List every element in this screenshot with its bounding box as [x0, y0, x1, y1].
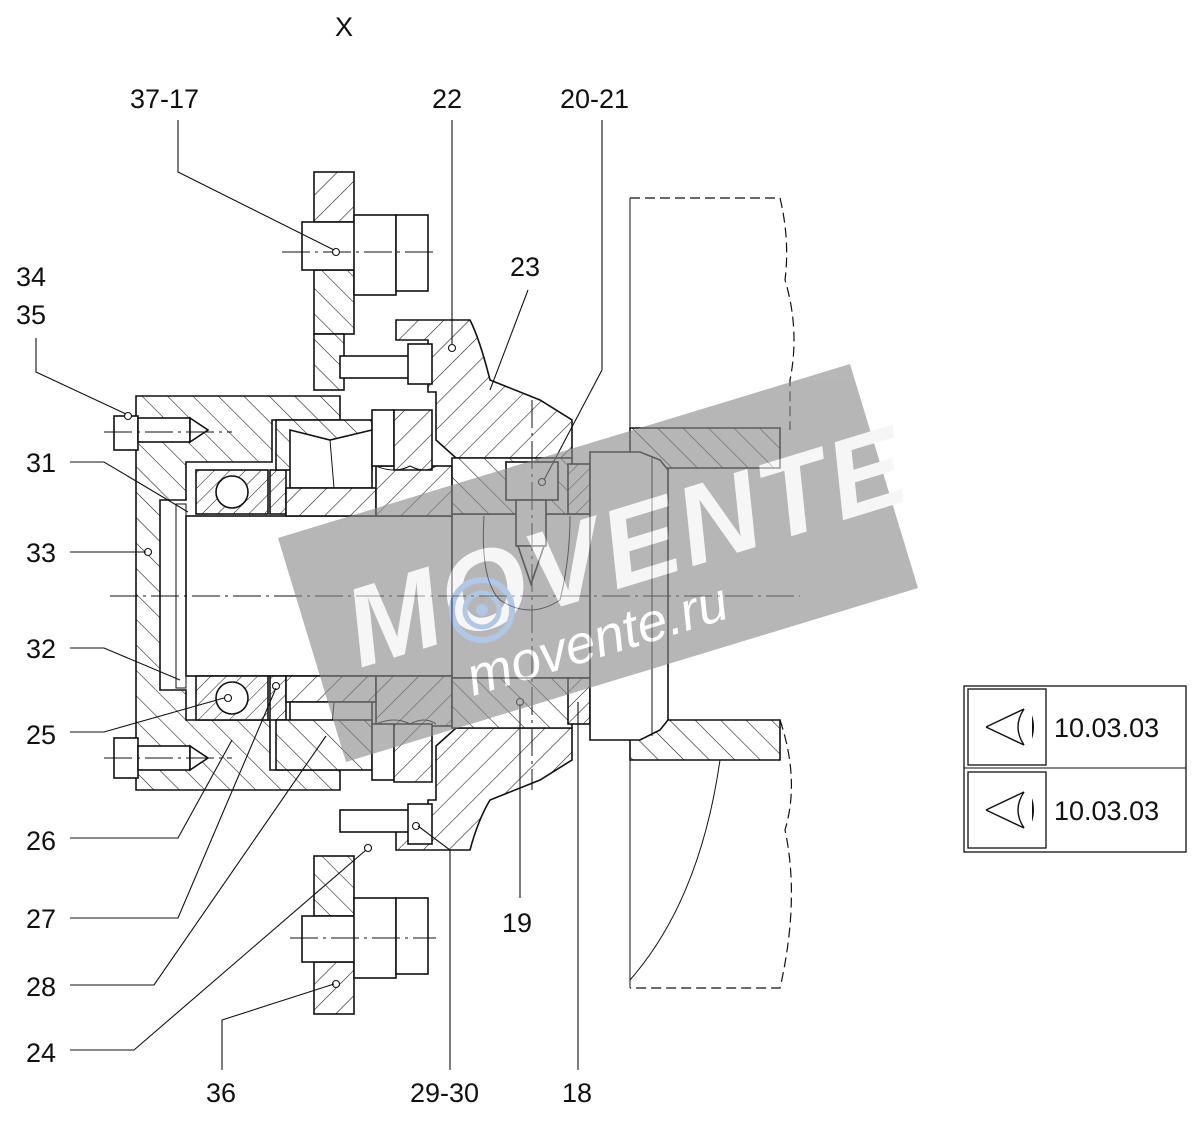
callout-18: 18 — [562, 1078, 592, 1108]
callout-23: 23 — [510, 252, 540, 282]
reference-row-1[interactable]: 10.03.03 — [967, 688, 1159, 766]
upper-flange — [282, 171, 436, 391]
callout-36: 36 — [206, 1078, 236, 1108]
callout-24: 24 — [26, 1038, 56, 1068]
reference-row-2[interactable]: 10.03.03 — [967, 771, 1159, 849]
callouts: 37-17 22 20-21 23 34 35 31 33 32 25 26 2… — [16, 84, 629, 1108]
callout-26: 26 — [26, 826, 56, 856]
callout-34: 34 — [16, 262, 46, 292]
eye-view-icon — [985, 791, 1034, 829]
screws-29-30 — [339, 343, 433, 845]
callout-22: 22 — [432, 84, 462, 114]
callout-28: 28 — [26, 972, 56, 1002]
reference-code: 10.03.03 — [1054, 713, 1159, 743]
eye-view-icon — [985, 708, 1034, 746]
view-label: X — [335, 12, 353, 42]
housing-22 — [395, 319, 573, 851]
callout-27: 27 — [26, 904, 56, 934]
callout-31: 31 — [26, 448, 56, 478]
reference-code: 10.03.03 — [1054, 796, 1159, 826]
callout-33: 33 — [26, 538, 56, 568]
leader-lines — [35, 120, 603, 1070]
callout-37-17: 37-17 — [130, 84, 199, 114]
lower-flange — [290, 843, 436, 1015]
callout-19: 19 — [502, 908, 532, 938]
view-reference-table: 10.03.03 10.03.03 — [963, 685, 1187, 853]
callout-25: 25 — [26, 720, 56, 750]
callout-32: 32 — [26, 634, 56, 664]
watermark-bearing-icon — [449, 577, 515, 643]
callout-35: 35 — [16, 300, 46, 330]
watermark-band — [278, 364, 918, 762]
callout-29-30: 29-30 — [410, 1078, 479, 1108]
callout-20-21: 20-21 — [560, 84, 629, 114]
cover-33 — [104, 395, 341, 791]
